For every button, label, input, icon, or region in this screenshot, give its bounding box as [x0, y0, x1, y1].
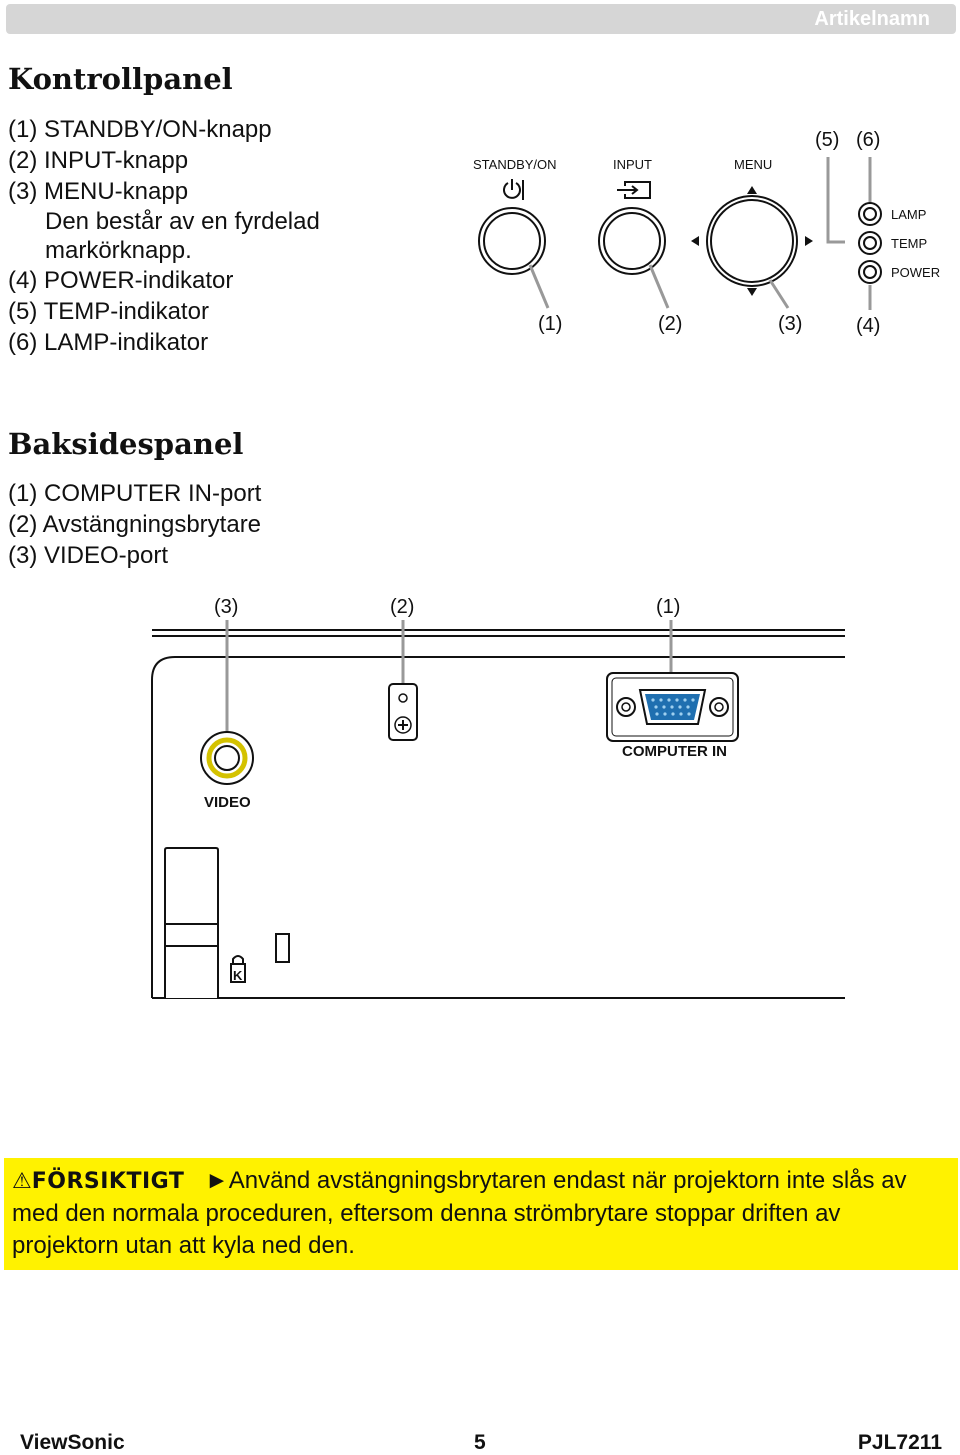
list-item: (6) LAMP-indikator	[8, 329, 209, 356]
header-bar: Artikelnamn	[6, 4, 956, 34]
list-item: (1) STANDBY/ON-knapp	[8, 116, 272, 143]
caution-label: FÖRSIKTIGT	[31, 1169, 185, 1194]
standby-label: STANDBY/ON	[473, 157, 557, 172]
temp-indicator	[858, 231, 882, 255]
video-port	[200, 731, 254, 785]
callout-4: (4)	[856, 315, 880, 337]
security-slot	[275, 933, 290, 963]
list-item: Den består av en fyrdelad	[45, 208, 320, 235]
shutdown-switch	[388, 683, 418, 741]
callout-3: (3)	[214, 596, 238, 618]
input-label: INPUT	[613, 157, 652, 172]
callout-2: (2)	[658, 313, 682, 335]
callout-1: (1)	[538, 313, 562, 335]
footer-page-number: 5	[474, 1431, 486, 1454]
power-icon	[503, 179, 524, 200]
callout-1: (1)	[656, 596, 680, 618]
list-item: (5) TEMP-indikator	[8, 298, 209, 325]
callout-2: (2)	[390, 596, 414, 618]
caution-arrow: ►	[205, 1167, 229, 1194]
footer-brand: ViewSonic	[20, 1431, 125, 1454]
callout-5: (5)	[815, 129, 839, 151]
control-panel-list: (1) STANDBY/ON-knapp (2) INPUT-knapp (3)…	[8, 114, 320, 358]
lamp-label: LAMP	[891, 207, 926, 222]
arrow-up-icon	[747, 186, 757, 194]
list-item: (1) COMPUTER IN-port	[8, 480, 262, 507]
lamp-indicator	[858, 202, 882, 226]
arrow-left-icon	[691, 236, 699, 246]
list-item: markörknapp.	[45, 237, 192, 264]
input-button[interactable]	[598, 207, 666, 275]
footer-model: PJL7211	[857, 1431, 942, 1454]
menu-button[interactable]	[691, 186, 813, 296]
caution-box: ⚠FÖRSIKTIGT ►Använd avstängningsbrytaren…	[4, 1158, 958, 1270]
rear-panel-list: (1) COMPUTER IN-port (2) Avstängningsbry…	[8, 478, 261, 571]
list-item: (3) MENU-knapp	[8, 178, 189, 205]
header-title: Artikelnamn	[814, 8, 930, 30]
control-panel-heading: Kontrollpanel	[8, 62, 233, 96]
standby-button[interactable]	[478, 207, 546, 275]
control-panel-diagram: STANDBY/ON INPUT MENU (1) (2	[473, 129, 940, 337]
rear-panel-heading: Baksidespanel	[8, 427, 244, 461]
power-label: POWER	[891, 265, 940, 280]
power-indicator	[858, 260, 882, 284]
menu-label: MENU	[734, 157, 772, 172]
caution-text: Använd avstängningsbrytaren endast när p…	[12, 1167, 907, 1259]
computer-in-port	[606, 672, 739, 742]
arrow-right-icon	[805, 236, 813, 246]
caution-text-block: ⚠FÖRSIKTIGT ►Använd avstängningsbrytaren…	[12, 1165, 947, 1262]
video-label: VIDEO	[204, 794, 251, 811]
list-item: (2) INPUT-knapp	[8, 147, 189, 174]
warning-triangle-icon: ⚠	[12, 1169, 32, 1194]
callout-6: (6)	[856, 129, 880, 151]
computer-in-label: COMPUTER IN	[622, 743, 727, 760]
callout-3: (3)	[778, 313, 802, 335]
list-item: (4) POWER-indikator	[8, 267, 234, 294]
svg-text:K: K	[233, 968, 243, 983]
temp-label: TEMP	[891, 236, 927, 251]
rear-panel-diagram: (3) (2) (1) VIDEO	[151, 596, 845, 999]
input-icon	[617, 181, 651, 199]
projector-foot	[164, 847, 219, 998]
arrow-down-icon	[747, 288, 757, 296]
kensington-lock-icon: K	[230, 955, 246, 983]
list-item: (2) Avstängningsbrytare	[8, 511, 262, 538]
list-item: (3) VIDEO-port	[8, 542, 169, 569]
